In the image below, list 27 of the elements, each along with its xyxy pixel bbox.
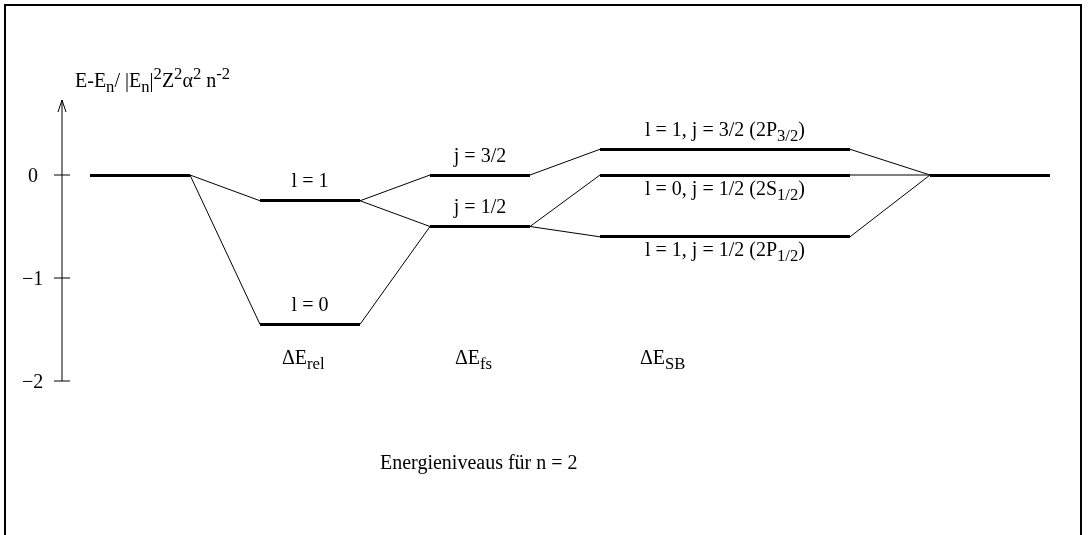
energy-level	[90, 173, 190, 177]
connector-line	[359, 226, 431, 325]
level-label: l = 1, j = 1/2 (2P$_{1/2}$)	[644, 238, 806, 268]
connector-line	[849, 174, 931, 238]
tick-label: 0	[28, 163, 38, 187]
tick-label: −1	[22, 266, 44, 290]
column-label: ΔE$_{fs}$	[455, 345, 493, 375]
connector-line	[849, 174, 931, 176]
level-label: l = 1, j = 3/2 (2P$_{3/2}$)	[644, 117, 806, 147]
tick-label: −2	[22, 369, 44, 393]
connector-line	[189, 174, 261, 325]
connector-line	[189, 174, 261, 202]
connector-line	[529, 174, 601, 227]
energy-level	[930, 173, 1050, 177]
column-label: ΔE$_{SB}$	[640, 345, 686, 375]
caption: Energieniveaus für n = 2	[380, 450, 578, 474]
column-label: ΔE$_{rel}$	[282, 345, 325, 375]
axis-label: E-E$_{n}$/ |E$_{n}$|$^{2}$Z$^{2}$α$^{2}$ n$^{-2}$	[75, 63, 231, 98]
connector-line	[529, 226, 601, 238]
level-label: l = 0	[290, 292, 330, 317]
level-label: l = 0, j = 1/2 (2S$_{1/2}$)	[644, 176, 806, 206]
connector-line	[529, 148, 601, 176]
connector-line	[359, 174, 431, 202]
level-label: l = 1	[290, 169, 330, 194]
connector-line	[359, 200, 431, 227]
level-label: j = 3/2	[452, 143, 508, 169]
level-label: j = 1/2	[452, 195, 508, 220]
